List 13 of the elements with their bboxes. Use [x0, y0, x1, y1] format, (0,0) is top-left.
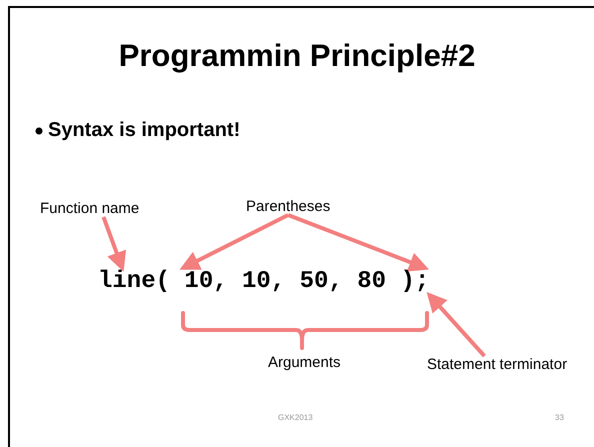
callout-label: Statement terminator: [427, 356, 568, 373]
code-statement: line( 10, 10, 50, 80 );: [98, 268, 430, 295]
leader-arrow: [180, 213, 289, 270]
brace-label: Arguments: [268, 354, 341, 371]
page-number: 33: [555, 413, 564, 422]
leader-arrow: [426, 292, 486, 358]
leader-arrow: [102, 216, 126, 272]
leader-arrow: [287, 213, 430, 272]
callout-label: Function name: [40, 200, 140, 217]
callout-label: Parentheses: [246, 198, 330, 215]
slide-title: Programmin Principle#2: [118, 38, 476, 74]
bullet-text: Syntax is important!: [48, 119, 240, 142]
footer-text: GXK2013: [278, 413, 313, 422]
